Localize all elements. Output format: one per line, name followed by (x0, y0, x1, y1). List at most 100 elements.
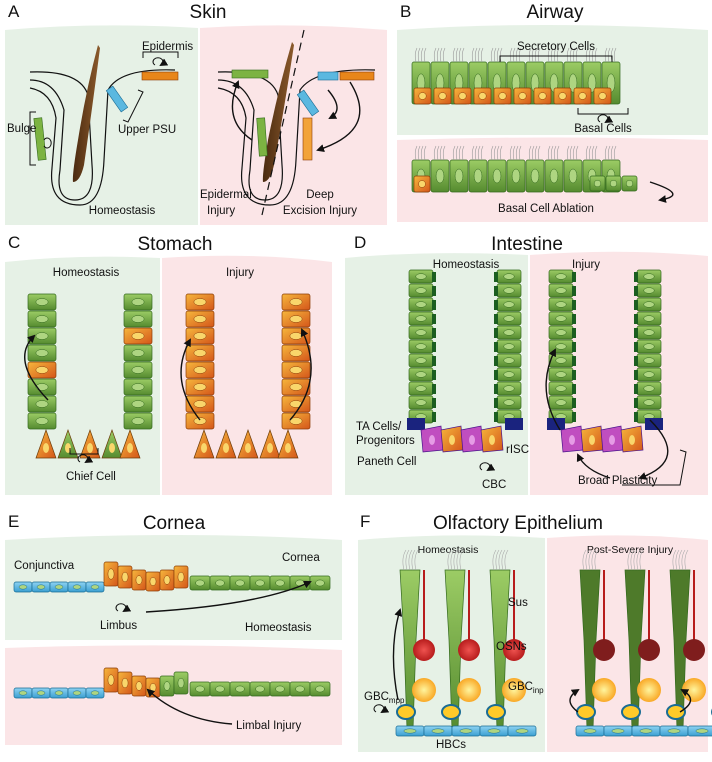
panel-e-letter: E (8, 512, 19, 531)
label-ta-cells: TA Cells/ (356, 421, 402, 433)
label-basal-cell-ablation: Basal Cell Ablation (498, 203, 594, 215)
bulge-selfrenew-icon (43, 137, 52, 149)
intestinal-cell-nucleus (415, 371, 427, 378)
label-homeostasis: Homeostasis (89, 205, 156, 217)
brush-border (634, 272, 638, 282)
arrow-psu-down (327, 89, 338, 119)
injury-cut-line (261, 29, 305, 216)
cilia (496, 47, 500, 63)
gland-cell-nucleus (131, 332, 145, 340)
panel-f-olfactory: F Olfactory Epithelium Homeostasis Post-… (358, 512, 712, 752)
hair-shaft (72, 45, 100, 182)
hbc-cell-nucleus (639, 728, 653, 734)
intestinal-cell-nucleus (555, 385, 567, 392)
cilia (414, 145, 418, 161)
cilia (518, 47, 522, 63)
gland-cell-nucleus (289, 383, 303, 391)
cilia (512, 145, 516, 161)
arrow-injury-right (679, 689, 692, 713)
intestinal-cell-nucleus (555, 357, 567, 364)
label-conjunctiva: Conjunctiva (14, 560, 75, 572)
hbc-cell-nucleus (695, 728, 709, 734)
gland-cell-nucleus (193, 366, 207, 374)
cilia (414, 549, 419, 571)
limbal-cell-nucleus (121, 571, 129, 583)
cilia (439, 145, 443, 161)
cilia (417, 47, 421, 63)
brush-border (494, 356, 498, 366)
gland-cell-nucleus (193, 315, 207, 323)
gbc-mpp (441, 704, 461, 720)
gbc-mpp (486, 704, 506, 720)
airway-epithelium-homeostasis (411, 47, 621, 105)
cilia (442, 145, 446, 161)
label-hbcs: HBCs (436, 739, 466, 751)
brush-border (572, 398, 576, 408)
corneal-cell-nucleus (295, 685, 305, 693)
label-cornea: Cornea (282, 552, 320, 564)
cilia (447, 549, 452, 571)
limbal-cell-nucleus (107, 568, 115, 580)
panel-e-title: Cornea (143, 513, 206, 534)
airway-basal-cell-nucleus (538, 92, 547, 100)
cilia (681, 549, 686, 571)
cilia (423, 47, 427, 63)
arrow-ablation (649, 181, 674, 203)
arrow-injury-right (289, 328, 312, 421)
gbc-inp (682, 678, 706, 702)
cilia (493, 47, 497, 63)
chief-cell-nucleus (109, 443, 115, 453)
airway-columnar-cell-nucleus (549, 168, 559, 184)
airway-columnar-cell-nucleus (454, 168, 464, 184)
cilia (594, 145, 598, 161)
cilia (458, 47, 462, 63)
cilia (420, 47, 424, 63)
upper-psu-bracket (122, 89, 144, 123)
panel-b-title: Airway (526, 2, 584, 23)
brush-border (494, 286, 498, 296)
corneal-cell-nucleus (255, 685, 265, 693)
gbc-mpp (396, 704, 416, 720)
panel-d-title: Intestine (491, 234, 563, 255)
brush-border (634, 384, 638, 394)
cilia (492, 549, 497, 571)
risc-cell (505, 418, 523, 430)
conjunctival-cell-nucleus (18, 584, 28, 590)
intestinal-cell-nucleus (415, 315, 427, 322)
intestinal-cell-nucleus (503, 315, 515, 322)
brush-border (432, 356, 436, 366)
brush-border (494, 398, 498, 408)
cilia (423, 145, 427, 161)
cilia (499, 145, 503, 161)
airway-basal-cell-nucleus (558, 92, 567, 100)
intestinal-cell-nucleus (503, 343, 515, 350)
cilia (477, 145, 481, 161)
airway-basal-cell-nucleus (418, 180, 426, 188)
airway-basal-cell-nucleus (458, 92, 467, 100)
chief-cell-nucleus (223, 443, 229, 453)
label-limbus: Limbus (100, 620, 137, 632)
intestinal-cell-nucleus (643, 301, 655, 308)
broad-plasticity-bracket (622, 449, 687, 486)
gland-cell-nucleus (131, 383, 145, 391)
cilia (594, 47, 598, 63)
limbal-cell-nucleus (107, 674, 115, 686)
cell-nucleus (489, 435, 495, 445)
cilia (477, 47, 481, 63)
intestinal-cell-nucleus (643, 385, 655, 392)
basal-bracket (577, 108, 629, 115)
label-homeostasis: Homeostasis (245, 622, 312, 634)
brush-border (432, 286, 436, 296)
cilia (531, 145, 535, 161)
arrow-bulge-to-epidermis (231, 80, 253, 141)
corneal-cell-nucleus (235, 685, 245, 693)
gland-cell-nucleus (35, 366, 49, 374)
cilia (490, 47, 494, 63)
gland-cell-nucleus (131, 417, 145, 425)
cilia (452, 145, 456, 161)
cilia (572, 47, 576, 63)
airway-columnar-cell-nucleus (511, 168, 521, 184)
cell-nucleus (449, 435, 455, 445)
intestinal-cell-nucleus (643, 329, 655, 336)
